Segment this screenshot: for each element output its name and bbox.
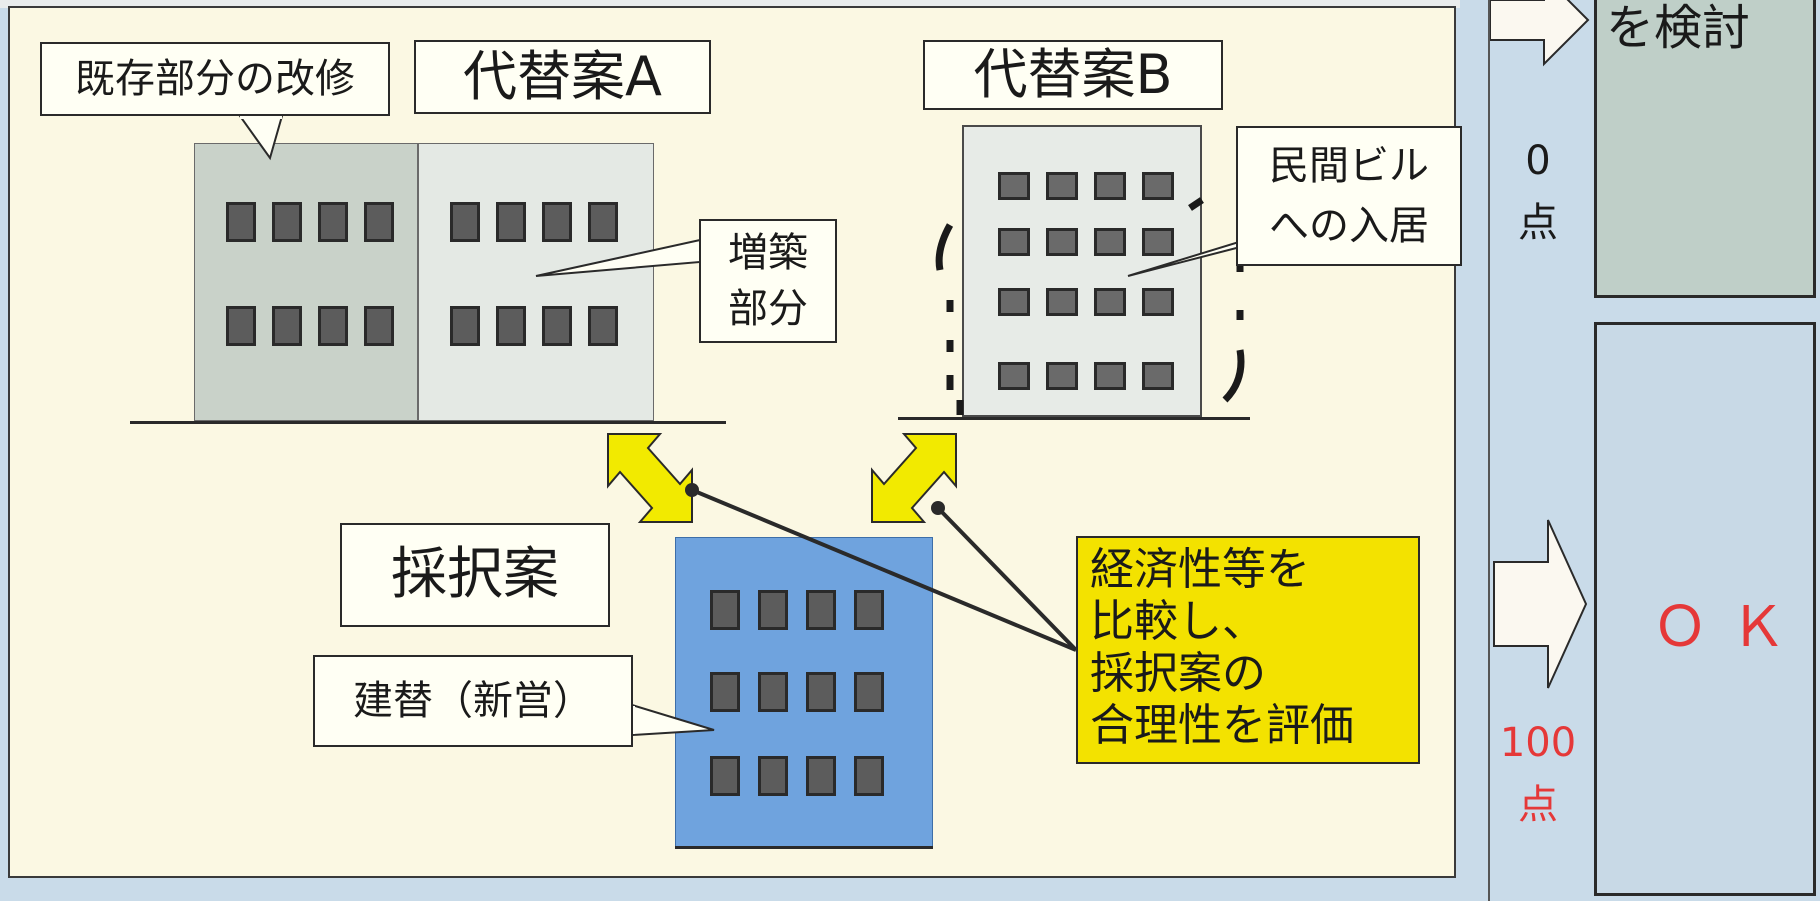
connector-line-b — [936, 506, 1078, 652]
ground-line-adopted — [675, 846, 933, 849]
building-adopted-window — [854, 672, 884, 712]
building-adopted-window — [854, 590, 884, 630]
title-saitaku: 採択案 — [340, 523, 610, 627]
zochiku-line-2: 部分 — [728, 286, 808, 332]
evaluation-line-1: 経済性等を — [1090, 544, 1310, 595]
score-zero: 0 点 — [1490, 138, 1586, 248]
minkan-line-1: 民間ビル — [1269, 143, 1429, 189]
top-strip — [0, 0, 1460, 8]
building-adopted-window — [710, 672, 740, 712]
building-b-window — [1046, 172, 1078, 200]
building-adopted-window — [806, 756, 836, 796]
panel-review-text: を検討 — [1606, 0, 1751, 56]
building-b-window — [1094, 172, 1126, 200]
zochiku-callout: 増築 部分 — [699, 219, 837, 343]
building-adopted-window — [806, 672, 836, 712]
ground-line-b — [898, 417, 1250, 420]
building-a-existing-window — [272, 202, 302, 242]
evaluation-line-2: 比較し、 — [1090, 596, 1266, 647]
building-a-existing-window — [364, 306, 394, 346]
arrow-right-bottom-icon — [1493, 519, 1588, 689]
kenkan-callout: 建替（新営） — [313, 655, 633, 747]
minkan-callout: 民間ビル への入居 — [1236, 126, 1462, 266]
building-b-window — [1046, 228, 1078, 256]
score-hundred-value: 100 — [1499, 720, 1577, 766]
building-a-extension-window — [588, 306, 618, 346]
building-b-window — [1046, 288, 1078, 316]
evaluation-line-3: 採択案の — [1090, 648, 1266, 699]
building-a-existing-window — [318, 202, 348, 242]
building-a-extension — [418, 143, 654, 421]
double-arrow-right-icon — [871, 433, 957, 523]
title-daitai-a: 代替案A — [414, 40, 711, 114]
score-zero-unit: 点 — [1518, 200, 1558, 246]
building-a-existing-window — [364, 202, 394, 242]
building-b-window — [1142, 172, 1174, 200]
building-b-window — [1046, 362, 1078, 390]
building-a-existing — [194, 143, 418, 421]
ok-text: ＯＫ — [1652, 595, 1808, 660]
score-zero-value: 0 — [1525, 138, 1551, 184]
building-b-window — [1142, 288, 1174, 316]
connector-line-a — [691, 488, 1077, 652]
building-a-extension-window — [450, 202, 480, 242]
right-column-divider — [1488, 0, 1490, 901]
building-a-extension-window — [496, 306, 526, 346]
kizon-callout: 既存部分の改修 — [40, 42, 390, 116]
building-a-existing-window — [226, 202, 256, 242]
building-b-window — [1142, 228, 1174, 256]
building-a-extension-window — [450, 306, 480, 346]
building-adopted-window — [758, 672, 788, 712]
building-adopted-window — [806, 590, 836, 630]
building-adopted-window — [758, 590, 788, 630]
kizon-callout-tail — [238, 115, 284, 161]
building-b-window — [998, 288, 1030, 316]
building-b-window — [998, 228, 1030, 256]
building-b-window — [1094, 362, 1126, 390]
building-b-window — [998, 362, 1030, 390]
building-a-existing-window — [272, 306, 302, 346]
minkan-line-2: への入居 — [1269, 203, 1429, 249]
building-a-existing-window — [226, 306, 256, 346]
ground-line-a — [130, 421, 726, 424]
building-adopted-window — [854, 756, 884, 796]
building-a-extension-window — [496, 202, 526, 242]
panel-review — [1594, 0, 1816, 298]
evaluation-line-4: 合理性を評価 — [1090, 700, 1354, 751]
building-b-window — [1094, 228, 1126, 256]
building-a-extension-window — [588, 202, 618, 242]
score-hundred: 100 点 — [1490, 720, 1586, 830]
double-arrow-left-icon — [607, 433, 693, 523]
zochiku-line-1: 増築 — [728, 230, 808, 276]
building-adopted-window — [758, 756, 788, 796]
zochiku-callout-tail — [535, 238, 701, 277]
building-b-window — [1142, 362, 1174, 390]
panel-ok — [1594, 322, 1816, 896]
building-b-window — [998, 172, 1030, 200]
building-adopted-window — [710, 590, 740, 630]
evaluation-note: 経済性等を 比較し、 採択案の 合理性を評価 — [1076, 536, 1420, 764]
title-daitai-b: 代替案B — [923, 40, 1223, 110]
arrow-right-top-icon — [1489, 0, 1590, 67]
building-b-window — [1094, 288, 1126, 316]
building-adopted-window — [710, 756, 740, 796]
building-a-existing-window — [318, 306, 348, 346]
kenkan-callout-tail — [631, 703, 715, 737]
building-a-extension-window — [542, 306, 572, 346]
score-hundred-unit: 点 — [1518, 782, 1558, 828]
building-a-extension-window — [542, 202, 572, 242]
